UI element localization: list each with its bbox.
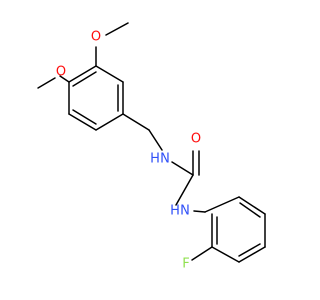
atom-labels: O O N H O N H F [56, 30, 201, 272]
bond [238, 196, 266, 215]
nitrogen-atom-label: N [160, 152, 170, 167]
bond [72, 109, 97, 125]
bond [239, 202, 261, 218]
hydrogen-atom-label: H [170, 204, 180, 219]
oxygen-atom-label: O [56, 65, 66, 80]
fluorine-atom-label: F [182, 257, 189, 272]
bond [238, 243, 261, 257]
bond [95, 65, 124, 83]
bond [105, 22, 129, 36]
bond-lines [37, 22, 266, 263]
oxygen-atom-label: O [91, 30, 101, 45]
bond [37, 77, 56, 89]
bond [193, 210, 206, 213]
bond [148, 129, 163, 151]
bond [95, 113, 124, 131]
bond [238, 246, 266, 263]
bond [191, 246, 213, 261]
bond [72, 71, 97, 87]
bond [59, 75, 70, 83]
bond [68, 65, 97, 83]
bond [171, 161, 194, 176]
chemical-structure-diagram: O O N H O N H F [37, 22, 266, 272]
bond [68, 113, 97, 131]
bond [122, 113, 150, 131]
bond [175, 174, 194, 206]
bond [211, 246, 240, 263]
oxygen-atom-label: O [191, 132, 201, 147]
nitrogen-atom-label: N [180, 204, 190, 219]
bond [204, 196, 240, 213]
hydrogen-atom-label: H [150, 152, 160, 167]
